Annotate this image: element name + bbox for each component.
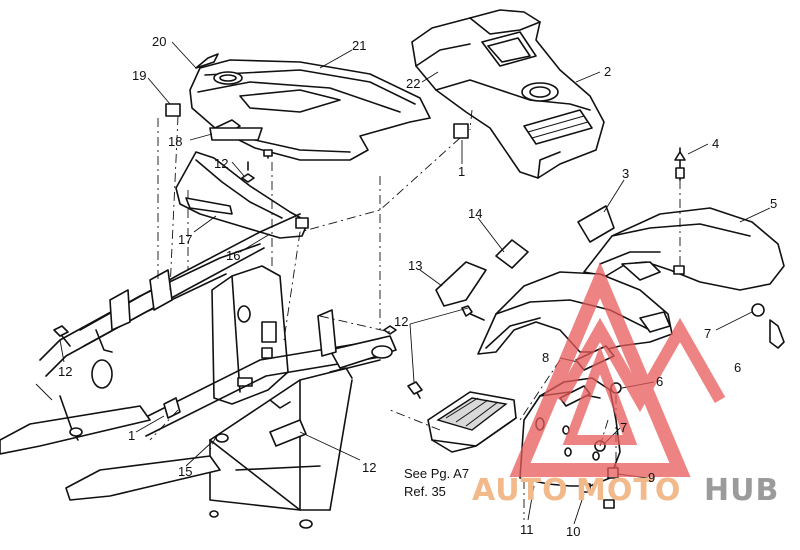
part-4-bolt (674, 147, 686, 181)
part-3-decal (577, 205, 615, 243)
callout-4: 4 (712, 136, 719, 151)
watermark-word-auto: AUTO (472, 473, 569, 508)
callout-12-left: 12 (58, 364, 72, 379)
part-18-insert (209, 127, 263, 141)
watermark-triangle-outer (509, 261, 691, 477)
callout-21: 21 (352, 38, 366, 53)
callout-7-mid: 7 (620, 420, 627, 435)
watermark-logo (509, 261, 726, 477)
footrest (427, 391, 517, 453)
callout-14: 14 (468, 206, 482, 221)
callout-22: 22 (406, 76, 420, 91)
assembly-lines (149, 109, 681, 520)
reference-note: See Pg. A7 Ref. 35 (404, 466, 469, 499)
part-20-clip (195, 53, 219, 69)
part-13-decal (435, 261, 487, 307)
watermark-word-hub: HUB (704, 473, 779, 508)
part-14-decal (495, 239, 529, 269)
callout-6-mid: 6 (656, 374, 663, 389)
callout-1-upper: 1 (458, 164, 465, 179)
part-12-screws-upper (241, 149, 273, 183)
callout-20: 20 (152, 34, 166, 49)
callout-5: 5 (770, 196, 777, 211)
part-12-bolts-mid (407, 305, 485, 399)
callout-16: 16 (226, 248, 240, 263)
part-17-lower-panel (175, 151, 309, 239)
reference-note-line2: Ref. 35 (404, 484, 446, 499)
callout-11: 11 (520, 522, 534, 537)
callout-17: 17 (178, 232, 192, 247)
watermark-triangle-inner (562, 345, 638, 445)
part-1-clip-upper (453, 123, 469, 139)
callout-labels: 20 21 19 18 12 17 16 22 2 1 4 3 5 14 13 … (58, 34, 777, 539)
watermark-text: AUTO MOTO HUB (472, 473, 779, 508)
watermark-word-moto: MOTO (576, 473, 681, 508)
watermark-m-shape (554, 317, 726, 413)
callout-12-lower: 12 (362, 460, 376, 475)
vehicle-frame (0, 213, 397, 529)
callout-8: 8 (542, 350, 549, 365)
callout-1-lower: 1 (128, 428, 135, 443)
part-19-clip (165, 103, 181, 117)
part-5-fender (583, 207, 785, 291)
callout-12-mid: 12 (394, 314, 408, 329)
callout-6-right: 6 (734, 360, 741, 375)
part-2-instrument-pod (411, 9, 605, 179)
part-12-bolt-left (53, 325, 71, 347)
callout-7-right: 7 (704, 326, 711, 341)
callout-15: 15 (178, 464, 192, 479)
callout-3: 3 (622, 166, 629, 181)
callout-12-upper: 12 (214, 156, 228, 171)
part-21-front-cowl (189, 59, 431, 161)
callout-18: 18 (168, 134, 182, 149)
callout-9: 9 (648, 470, 655, 485)
reference-note-line1: See Pg. A7 (404, 466, 469, 481)
callout-2: 2 (604, 64, 611, 79)
callout-19: 19 (132, 68, 146, 83)
callout-13: 13 (408, 258, 422, 273)
callout-10: 10 (566, 524, 580, 539)
